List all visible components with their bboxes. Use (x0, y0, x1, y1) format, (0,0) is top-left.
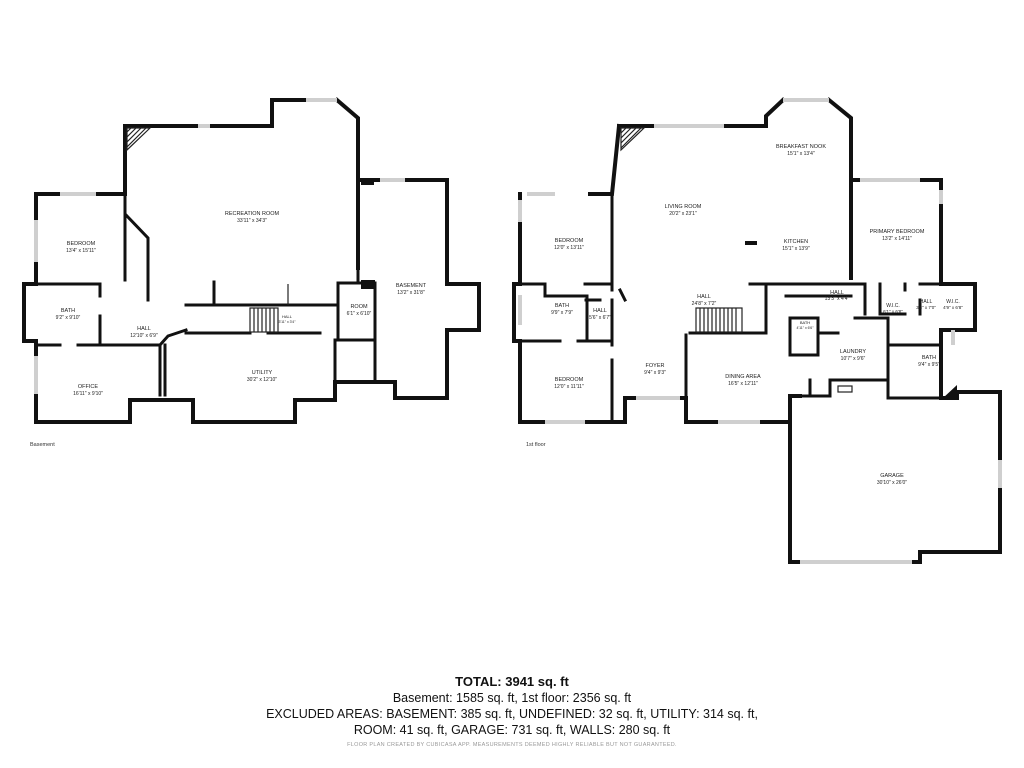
room-label: BASEMENT (396, 283, 427, 289)
room-label: FOYER (646, 363, 665, 369)
room-label: LAUNDRY (840, 349, 867, 355)
room-label: BATH (61, 308, 75, 314)
room-dims: 15'1" x 13'4" (787, 151, 815, 157)
room-label: DINING AREA (725, 374, 761, 380)
room-dims: 33'11" x 34'3" (237, 218, 267, 224)
basement-stairs (249, 307, 279, 333)
room-label: BREAKFAST NOOK (776, 144, 826, 150)
room-dims: 4'9" x 6'8" (943, 305, 963, 310)
room-label: RECREATION ROOM (225, 211, 280, 217)
room-dims: 5'6" x 6'7" (589, 315, 611, 321)
first-floor-plan: BREAKFAST NOOK 15'1" x 13'4" LIVING ROOM… (512, 97, 1002, 564)
basement-plan: RECREATION ROOM 33'11" x 34'3" BEDROOM 1… (22, 97, 481, 448)
room-dims: 3'11" x 3'4" (279, 320, 297, 324)
disclaimer: FLOOR PLAN CREATED BY CUBICASA APP. MEAS… (347, 742, 677, 748)
floor-areas: Basement: 1585 sq. ft, 1st floor: 2356 s… (392, 691, 632, 705)
room-label: HALL (282, 314, 293, 319)
room-label: HALL (830, 290, 844, 296)
room-dims: 10'7" x 9'6" (841, 356, 866, 362)
room-label: BATH (922, 355, 936, 361)
room-dims: 12'10" x 6'9" (130, 333, 158, 339)
total-area: TOTAL: 3941 sq. ft (455, 674, 569, 689)
room-label: W.I.C. (886, 303, 900, 309)
room-label: GARAGE (880, 473, 904, 479)
room-dims: 24'8" x 7'2" (692, 301, 717, 307)
room-dims: 9'2" x 9'10" (56, 315, 81, 321)
room-label: KITCHEN (784, 239, 808, 245)
room-dims: 30'10" x 26'0" (877, 480, 907, 486)
room-dims: 30'2" x 12'10" (247, 377, 277, 383)
room-dims: 12'0" x 11'11" (554, 384, 584, 390)
room-label: BEDROOM (555, 238, 584, 244)
floor-label: 1st floor (526, 442, 546, 448)
excluded-areas: EXCLUDED AREAS: BASEMENT: 385 sq. ft, UN… (266, 707, 758, 721)
room-dims: 20'2" x 23'1" (669, 211, 697, 217)
room-label: ROOM (350, 304, 368, 310)
room-dims: 13'3" x 4'4" (825, 296, 850, 302)
room-label: HALL (920, 299, 933, 305)
room-label: UTILITY (252, 370, 273, 376)
room-dims: 12'0" x 13'11" (554, 245, 584, 251)
room-dims: 16'5" x 12'11" (728, 381, 758, 387)
room-dims: 15'1" x 13'9" (782, 246, 810, 252)
room-label: LIVING ROOM (665, 204, 702, 210)
room-dims: 16'11" x 9'10" (73, 391, 103, 397)
room-label: HALL (593, 308, 607, 314)
room-dims: 6'1" x 6'10" (347, 311, 372, 317)
room-label: W.I.C. (946, 299, 960, 305)
room-label: HALL (697, 294, 711, 300)
room-dims: 9'4" x 9'3" (644, 370, 666, 376)
first-floor-stairs (695, 307, 743, 333)
floor-label: Basement (30, 442, 55, 448)
room-label: BEDROOM (67, 241, 96, 247)
room-dims: 9'4" x 9'5" (918, 362, 940, 368)
excluded-areas-continued: ROOM: 41 sq. ft, GARAGE: 731 sq. ft, WAL… (353, 723, 671, 737)
room-dims: 13'2" x 31'8" (397, 290, 425, 296)
room-dims: 6'1" x 6'8" (883, 309, 903, 314)
room-label: BATH (555, 303, 569, 309)
area-summary: TOTAL: 3941 sq. ft Basement: 1585 sq. ft… (0, 674, 1024, 748)
room-label: BEDROOM (555, 377, 584, 383)
room-label: PRIMARY BEDROOM (870, 229, 925, 235)
room-label: OFFICE (78, 384, 98, 390)
room-dims: 13'2" x 14'11" (882, 236, 912, 242)
room-dims: 3'3" x 7'0" (916, 305, 936, 310)
room-dims: 9'9" x 7'9" (551, 310, 573, 316)
room-label: BATH (800, 320, 810, 325)
room-label: HALL (137, 326, 151, 332)
room-dims: 4'11" x 6'6" (797, 326, 815, 330)
room-dims: 13'4" x 15'11" (66, 248, 96, 254)
